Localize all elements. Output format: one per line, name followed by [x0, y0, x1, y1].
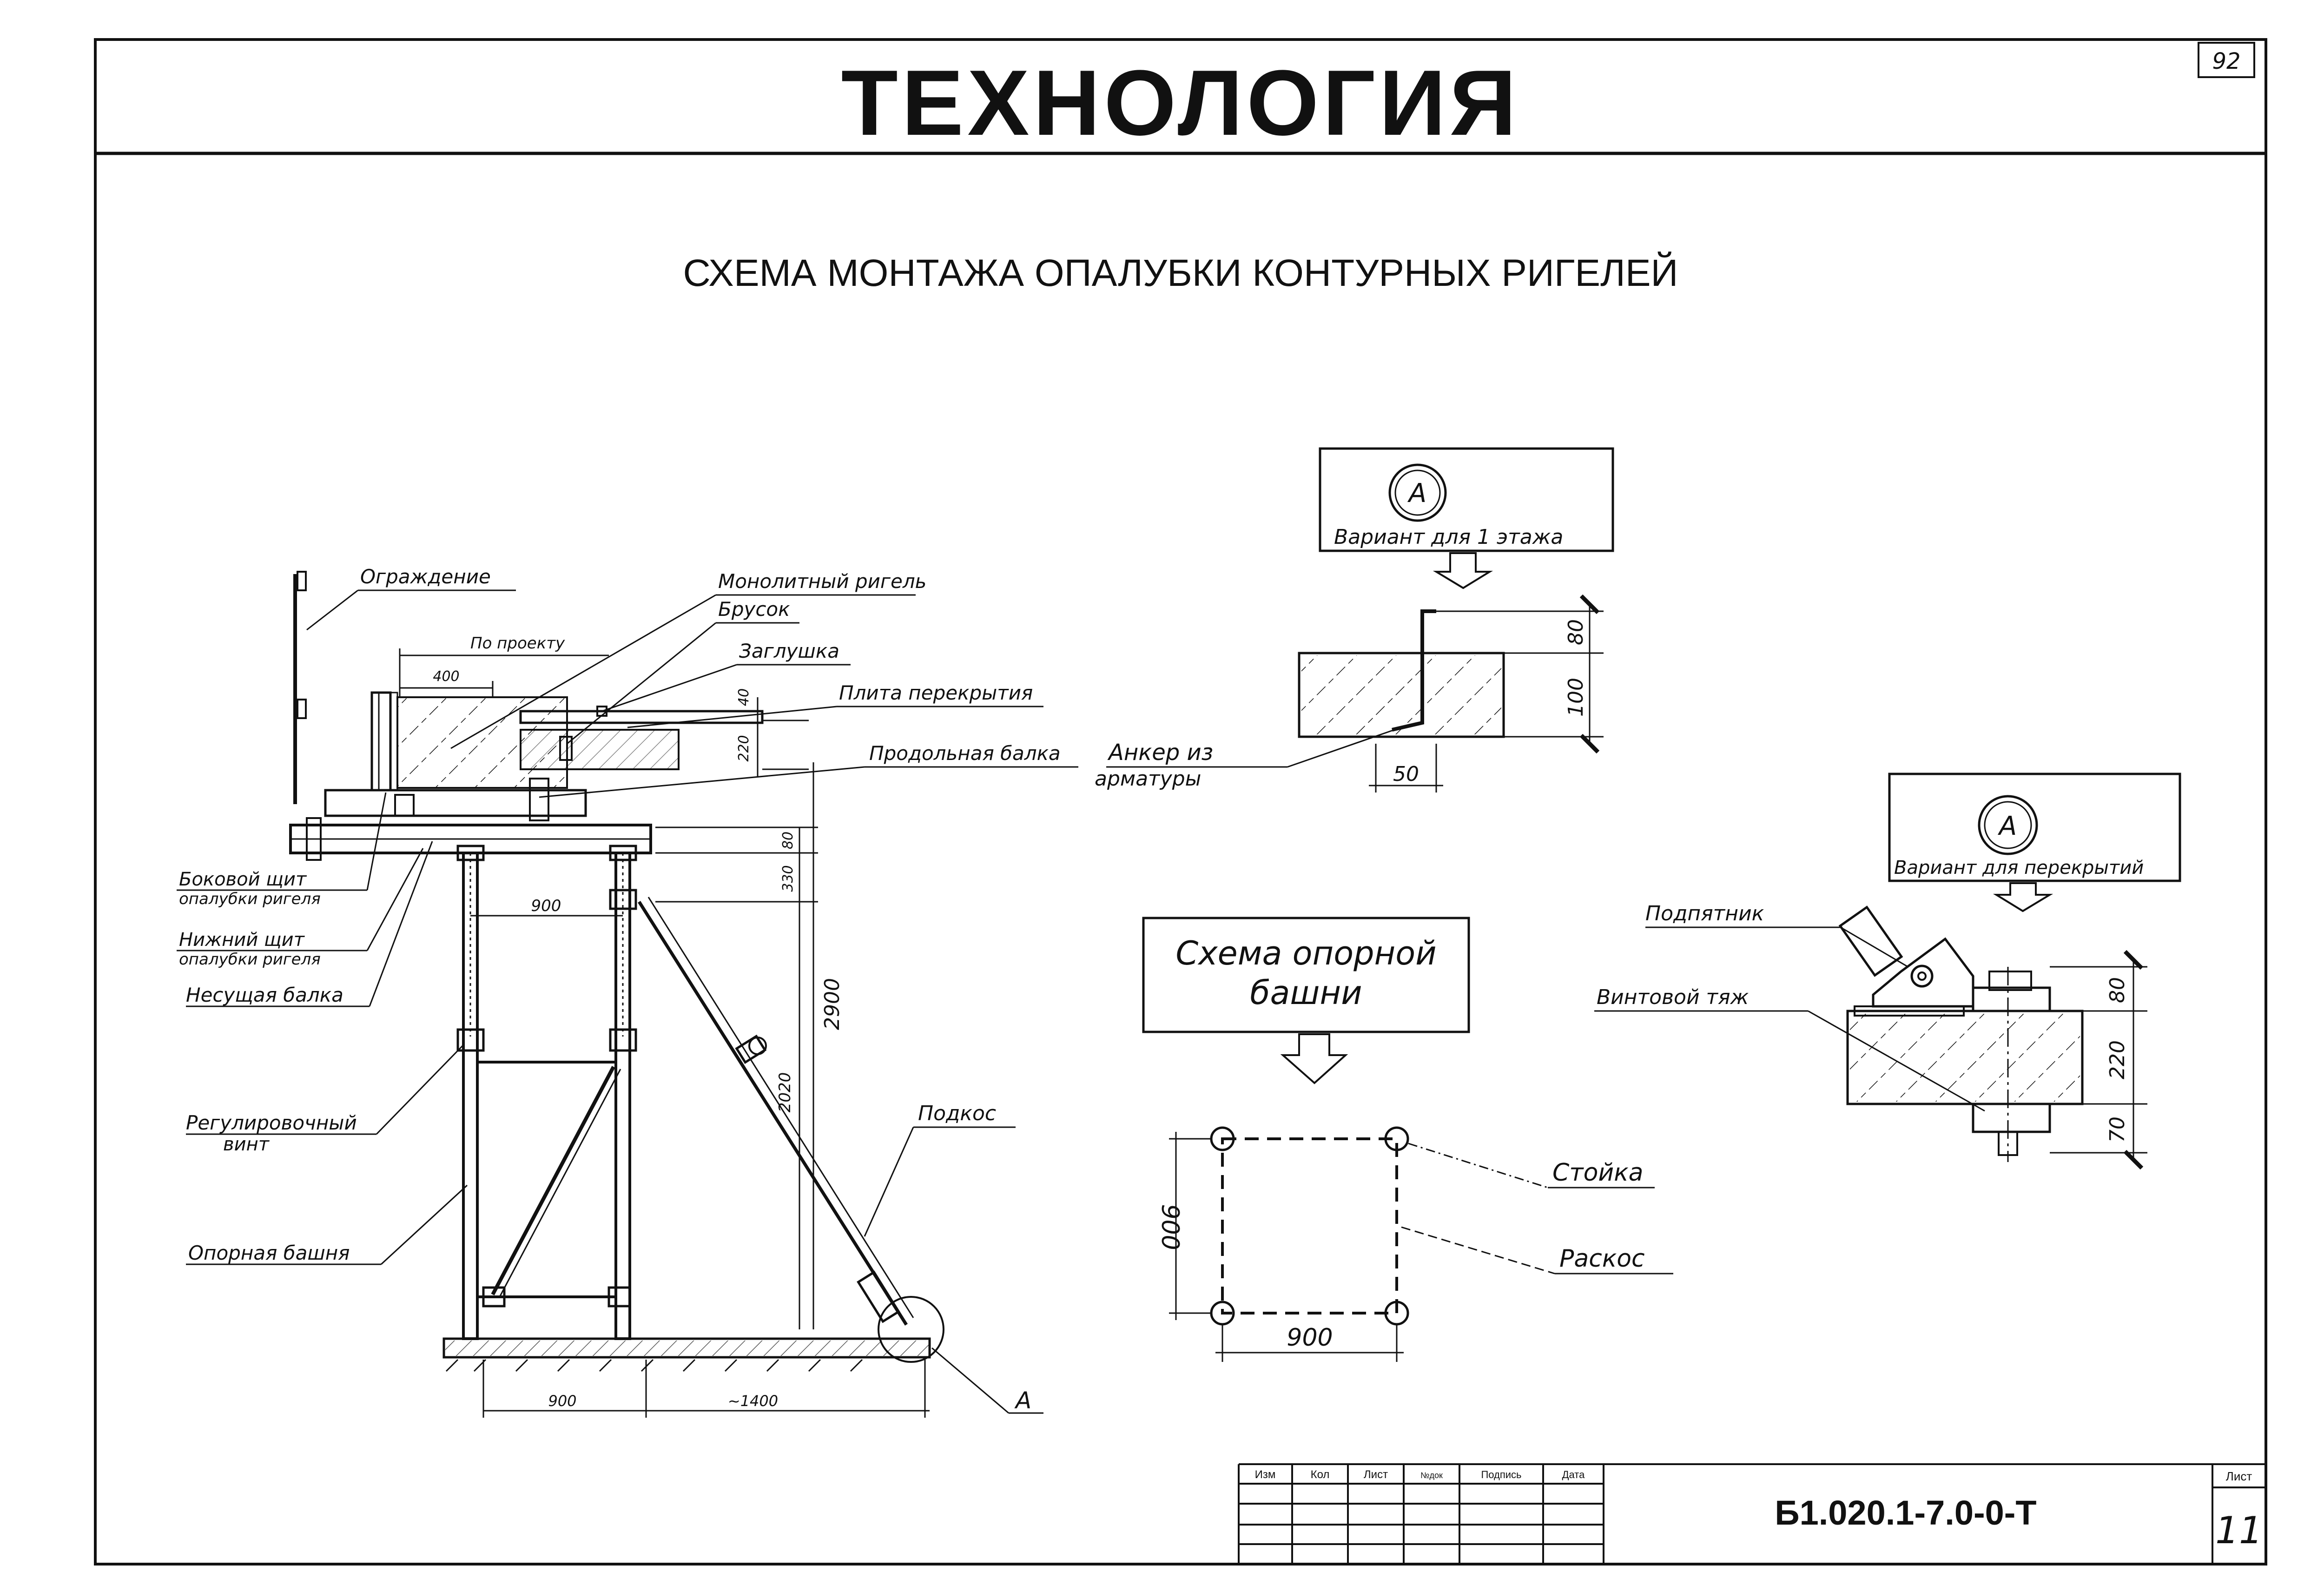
tower-scheme: Схема опорной башни 900 900 Стойка Раско… [1142, 917, 1673, 1362]
main-elevation-view: По проекту 400 40 220 80 330 900 2900 20… [177, 565, 1078, 1418]
label-support-tower: Опорная башня [188, 1242, 350, 1264]
tb-header-list: Лист [1364, 1468, 1388, 1481]
dim-330: 330 [780, 865, 796, 892]
thrust-bearing [1838, 905, 1974, 1008]
sheet-frame: 92 ТЕХНОЛОГИЯ СХЕМА МОНТАЖА ОПАЛУБКИ КОН… [94, 38, 2267, 1566]
arrow-down-icon [1280, 1033, 1348, 1084]
label-thrust-bearing: Подпятник [1645, 902, 1764, 925]
dim-400: 400 [433, 668, 459, 685]
label-brace: Подкос [918, 1102, 996, 1125]
label-monolithic-beam: Монолитный ригель [718, 570, 926, 593]
tower-scheme-title-2: башни [1250, 974, 1362, 1012]
longitudinal-beam [529, 778, 549, 821]
tower-scheme-title-box [1142, 917, 1470, 1033]
dim-80: 80 [780, 832, 796, 849]
detail-slabs-mark: А [1998, 811, 2017, 841]
first-floor-foundation [1298, 652, 1505, 738]
dim-2900: 2900 [820, 978, 844, 1030]
label-diagonal: Раскос [1559, 1245, 1645, 1273]
label-side-panel-2: опалубки ригеля [179, 890, 321, 908]
tb-header-izm: Изм [1255, 1468, 1276, 1481]
detail-slabs-caption: Вариант для перекрытий [1894, 857, 2144, 879]
slab-section [1846, 1010, 2084, 1105]
label-bar: Брусок [718, 598, 790, 621]
support-tower [456, 845, 637, 1340]
dim-slab-80: 80 [2106, 977, 2129, 1003]
label-screw-tie: Винтовой тяж [1597, 985, 1749, 1009]
sheet-number-box [2198, 42, 2255, 78]
dim-first-80: 80 [1564, 619, 1588, 645]
timber-bar [559, 736, 573, 761]
detail-first-floor: А Вариант для 1 этажа 80 100 50 Анкер из… [1095, 447, 1614, 793]
side-formwork-panel [370, 691, 392, 792]
label-bottom-panel-2: опалубки ригеля [179, 950, 321, 969]
main-leaders [177, 589, 1078, 1414]
dim-slab-70: 70 [2106, 1116, 2129, 1143]
title-block: Изм Кол Лист №док Подпись Дата Б1.020.1-… [1238, 1463, 2266, 1564]
label-detail-a: А [1014, 1387, 1031, 1414]
dim-900-top: 900 [531, 897, 561, 915]
post-marker [1384, 1301, 1409, 1326]
label-anchor: Анкер из [1107, 740, 1213, 766]
dim-2020: 2020 [776, 1072, 794, 1113]
dim-first-100: 100 [1564, 678, 1588, 717]
label-bottom-panel: Нижний щит [179, 929, 305, 951]
ground-slab [442, 1337, 931, 1359]
brace [638, 897, 914, 1326]
tower-scheme-title: Схема опорной [1175, 934, 1436, 972]
floor-slab [519, 710, 764, 724]
sheet-number: 92 [2212, 48, 2240, 74]
arrow-down-icon [1433, 552, 1493, 589]
dim-1400: ~1400 [728, 1392, 778, 1410]
dim-tower-900-h: 900 [1287, 1324, 1333, 1352]
tb-header-kol: Кол [1311, 1468, 1330, 1481]
bottom-formwork-panel [324, 789, 587, 817]
post-marker [1210, 1126, 1235, 1151]
nut-top [1972, 986, 2051, 1012]
tb-sheet-label: Лист [2226, 1469, 2252, 1483]
label-anchor-2: арматуры [1095, 767, 1201, 791]
label-bearing-beam: Несущая балка [186, 984, 343, 1006]
dim-220: 220 [736, 735, 752, 761]
detail-slabs: А Вариант для перекрытий 80 220 [1594, 773, 2181, 1170]
dim-by-project: По проекту [470, 634, 565, 653]
detail-first-floor-caption: Вариант для 1 этажа [1334, 525, 1563, 549]
detail-first-floor-box [1319, 447, 1614, 552]
dim-tower-900-v: 900 [1156, 1204, 1184, 1250]
post-marker [1384, 1126, 1409, 1151]
post-marker [1210, 1301, 1235, 1326]
drawing-subtitle: СХЕМА МОНТАЖА ОПАЛУБКИ КОНТУРНЫХ РИГЕЛЕЙ [683, 251, 1678, 294]
nut-bottom [1972, 1103, 2051, 1133]
tb-header-podpis: Подпись [1481, 1469, 1521, 1480]
label-side-panel: Боковой щит [179, 869, 307, 890]
main-dimensions [399, 648, 930, 1418]
dim-40: 40 [736, 688, 752, 706]
label-slab: Плита перекрытия [839, 681, 1033, 704]
label-adjusting-screw-2: винт [223, 1134, 270, 1155]
detail-a-callout [878, 1296, 944, 1363]
tb-sheet-value: 11 [2215, 1509, 2263, 1552]
tb-header-ndok: №док [1420, 1471, 1443, 1480]
dim-900-bottom: 900 [548, 1392, 576, 1410]
label-post: Стойка [1552, 1159, 1643, 1187]
detail-slabs-box [1888, 773, 2181, 882]
label-longitudinal-beam: Продольная балка [869, 742, 1061, 765]
detail-first-floor-mark: А [1407, 478, 1426, 509]
label-plug: Заглушка [739, 640, 839, 662]
dim-slab-220: 220 [2106, 1040, 2129, 1079]
tb-header-data: Дата [1562, 1469, 1585, 1480]
label-railing: Ограждение [360, 565, 491, 588]
document-code: Б1.020.1-7.0-0-Т [1775, 1493, 2036, 1532]
label-adjusting-screw: Регулировочный [186, 1111, 357, 1134]
page-title: ТЕХНОЛОГИЯ [841, 51, 1520, 155]
dim-first-50: 50 [1393, 762, 1419, 786]
arrow-down-icon [1993, 882, 2053, 912]
tower-plan [1221, 1137, 1398, 1315]
